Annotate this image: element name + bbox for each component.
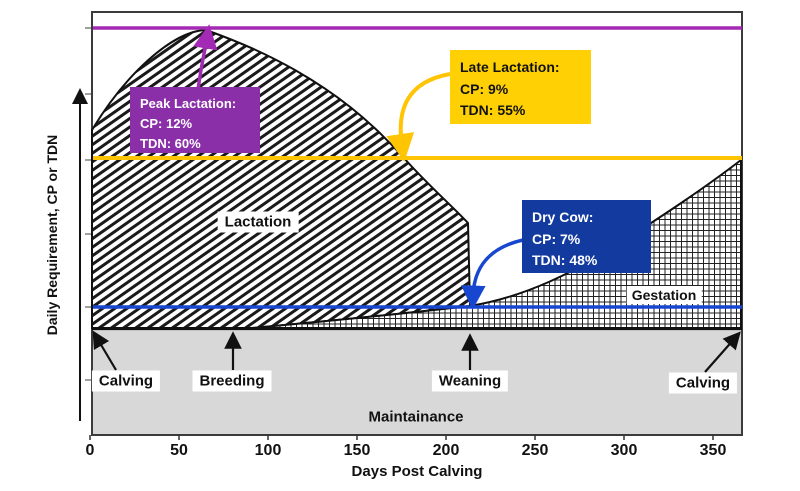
dry-cow-callout: Dry Cow: CP: 7% TDN: 48% <box>522 200 651 273</box>
late-lactation-callout: Late Lactation: CP: 9% TDN: 55% <box>450 50 591 124</box>
late-callout-arrow <box>386 72 451 162</box>
calving-left-arrow <box>92 330 117 371</box>
x-axis-ticks <box>89 435 714 440</box>
late-callout-tdn: TDN: 55% <box>460 102 526 119</box>
breeding-label: Breeding <box>192 370 272 392</box>
x-tick-0: 0 <box>85 442 95 459</box>
weaning-label: Weaning <box>431 370 509 392</box>
late-callout-cp: CP: 9% <box>460 80 509 97</box>
dry-callout-title: Dry Cow: <box>532 209 594 225</box>
peak-callout-tdn: TDN: 60% <box>140 136 201 152</box>
dry-callout-tdn: TDN: 48% <box>532 252 598 269</box>
x-tick-150: 150 <box>343 442 371 459</box>
peak-callout-cp: CP: 12% <box>140 116 193 132</box>
gestation-area <box>251 157 742 329</box>
peak-callout-arrow <box>193 24 218 91</box>
y-axis-title: Daily Requirement, CP or TDN <box>44 134 60 336</box>
x-tick-300: 300 <box>610 442 638 459</box>
x-axis-title: Days Post Calving <box>351 463 483 480</box>
maintenance-region-label: Maintainance <box>368 408 464 426</box>
x-tick-200: 200 <box>432 442 460 459</box>
late-callout-title: Late Lactation: <box>460 59 560 75</box>
lactation-region-label: Lactation <box>217 211 299 233</box>
x-tick-50: 50 <box>170 442 188 459</box>
x-tick-100: 100 <box>254 442 282 459</box>
x-tick-350: 350 <box>699 442 727 459</box>
y-axis-ticks <box>85 27 91 381</box>
calving-right-label: Calving <box>668 372 738 394</box>
x-tick-250: 250 <box>521 442 549 459</box>
dry-callout-cp: CP: 7% <box>532 230 581 247</box>
dry-callout-arrow <box>461 238 524 310</box>
calving-left-label: Calving <box>91 370 161 392</box>
gestation-region-label: Gestation <box>626 286 702 304</box>
peak-lactation-callout: Peak Lactation: CP: 12% TDN: 60% <box>130 87 260 153</box>
peak-callout-title: Peak Lactation: <box>140 96 237 111</box>
calving-right-arrow <box>704 331 741 373</box>
